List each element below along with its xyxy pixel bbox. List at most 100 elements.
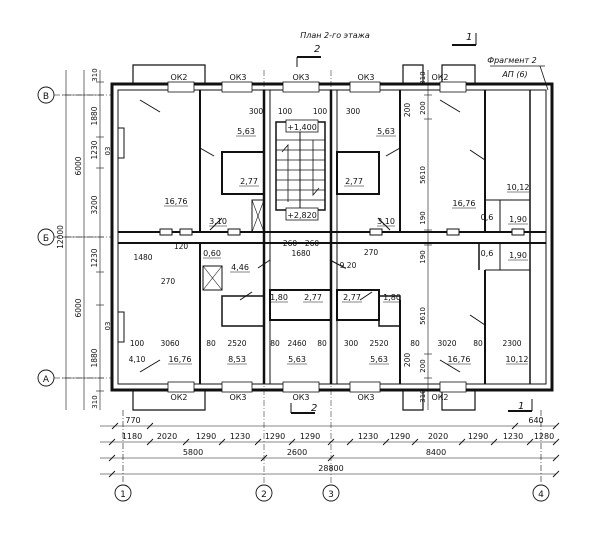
- svg-text:1: 1: [120, 490, 126, 500]
- svg-text:1480: 1480: [133, 253, 152, 262]
- svg-text:ОК2: ОК2: [431, 393, 448, 402]
- svg-text:770: 770: [125, 416, 140, 425]
- building-walls: [110, 82, 554, 392]
- room-area: 1,90: [509, 215, 527, 224]
- svg-text:5610: 5610: [419, 307, 427, 325]
- dimension-tick: [511, 422, 519, 430]
- svg-text:80: 80: [317, 339, 327, 348]
- svg-text:80: 80: [270, 339, 280, 348]
- svg-text:270: 270: [364, 248, 379, 257]
- svg-text:310: 310: [91, 395, 99, 408]
- svg-text:3020: 3020: [437, 339, 456, 348]
- svg-text:1230: 1230: [90, 248, 99, 267]
- svg-text:5610: 5610: [419, 166, 427, 184]
- svg-text:2: 2: [311, 403, 317, 414]
- svg-text:1230: 1230: [358, 432, 378, 441]
- svg-text:1680: 1680: [291, 249, 310, 258]
- fragment-label: Фрагмент 2: [487, 56, 537, 65]
- svg-text:В: В: [43, 92, 49, 102]
- svg-text:80: 80: [410, 339, 420, 348]
- svg-text:12000: 12000: [56, 225, 65, 249]
- balconies: [132, 64, 476, 411]
- section-mark-bottom-1: 1: [508, 399, 533, 412]
- section-mark-bottom-2: 2: [290, 403, 317, 414]
- right-dimensions: [424, 70, 432, 410]
- svg-text:200: 200: [419, 359, 427, 372]
- svg-text:1880: 1880: [90, 348, 99, 367]
- wall-elements: [117, 127, 525, 343]
- svg-text:ОК3: ОК3: [229, 393, 246, 402]
- svg-text:200: 200: [419, 101, 427, 114]
- room-area: 16,76: [169, 355, 192, 364]
- room-area: 10,12: [507, 183, 530, 192]
- window-labels: ОК2 ОК3 ОК3 ОК3 ОК2 ОК2 ОК3 ОК3 ОК3 ОК2: [170, 73, 448, 402]
- svg-text:2600: 2600: [287, 448, 307, 457]
- svg-text:1230: 1230: [503, 432, 523, 441]
- svg-text:03: 03: [104, 322, 112, 331]
- dimension-tick: [490, 438, 498, 446]
- room-areas: 16,76 3,10 5,63 2,77 5,63 2,77 3,10 16,7…: [165, 127, 530, 364]
- svg-text:1280: 1280: [534, 432, 554, 441]
- svg-text:4,10: 4,10: [129, 355, 146, 364]
- svg-text:1: 1: [466, 32, 472, 43]
- svg-text:1180: 1180: [122, 432, 142, 441]
- dimension-tick: [458, 438, 466, 446]
- svg-text:28800: 28800: [318, 464, 343, 473]
- svg-text:ОК3: ОК3: [292, 393, 309, 402]
- dimension-tick: [260, 454, 268, 462]
- svg-text:100: 100: [313, 107, 328, 116]
- svg-text:2020: 2020: [428, 432, 448, 441]
- svg-text:190: 190: [419, 250, 427, 263]
- svg-text:03: 03: [104, 147, 112, 156]
- dimension-tick: [146, 438, 154, 446]
- room-area: 5,63: [377, 127, 395, 136]
- svg-text:2300: 2300: [502, 339, 521, 348]
- room-area: 1,80: [270, 293, 288, 302]
- elevation-lower: +2,820: [285, 207, 319, 221]
- dimension-tick: [382, 438, 390, 446]
- dimension-tick: [146, 422, 154, 430]
- section-mark-top-2: 2: [296, 44, 321, 67]
- plan-title: План 2-го этажа: [300, 31, 370, 40]
- left-dimensions: [62, 70, 104, 410]
- svg-text:200: 200: [403, 353, 412, 368]
- svg-text:Б: Б: [43, 234, 49, 244]
- svg-text:2: 2: [314, 44, 320, 55]
- svg-text:1: 1: [518, 401, 524, 412]
- svg-text:+1,400: +1,400: [287, 123, 317, 132]
- svg-text:3200: 3200: [90, 195, 99, 214]
- axis-col-4: 4: [532, 410, 550, 502]
- svg-text:300: 300: [346, 107, 361, 116]
- dimension-tick: [552, 438, 560, 446]
- svg-text:9,20: 9,20: [340, 261, 357, 270]
- dimension-tick: [111, 422, 119, 430]
- elevation-upper: +1,400: [285, 119, 319, 133]
- room-area: 16,76: [165, 197, 188, 206]
- svg-text:ОК2: ОК2: [170, 393, 187, 402]
- window-openings: [167, 81, 467, 393]
- fragment-ref: АП (6): [501, 70, 527, 79]
- room-area: 1,80: [383, 293, 401, 302]
- svg-text:300: 300: [249, 107, 264, 116]
- bottom-dim-labels: 770 640 1180 2020 1290 1230 1290 1290 12…: [122, 416, 554, 473]
- dimension-tick: [526, 438, 534, 446]
- room-area: 0,6: [481, 249, 494, 258]
- svg-text:2020: 2020: [157, 432, 177, 441]
- axis-col-1: 1: [114, 410, 132, 502]
- room-area: 1,90: [509, 251, 527, 260]
- svg-text:270: 270: [161, 277, 176, 286]
- svg-text:А: А: [43, 375, 50, 385]
- dimension-tick: [552, 470, 560, 478]
- svg-text:1290: 1290: [390, 432, 410, 441]
- dimension-tick: [218, 438, 226, 446]
- svg-text:260: 260: [305, 239, 320, 248]
- svg-text:3: 3: [328, 490, 334, 500]
- svg-text:640: 640: [528, 416, 543, 425]
- svg-text:3060: 3060: [160, 339, 179, 348]
- svg-text:+2,820: +2,820: [287, 211, 317, 220]
- dimension-tick: [552, 422, 560, 430]
- svg-text:1290: 1290: [468, 432, 488, 441]
- dimension-tick: [327, 454, 335, 462]
- room-area: 16,76: [453, 199, 476, 208]
- svg-text:ОК3: ОК3: [229, 73, 246, 82]
